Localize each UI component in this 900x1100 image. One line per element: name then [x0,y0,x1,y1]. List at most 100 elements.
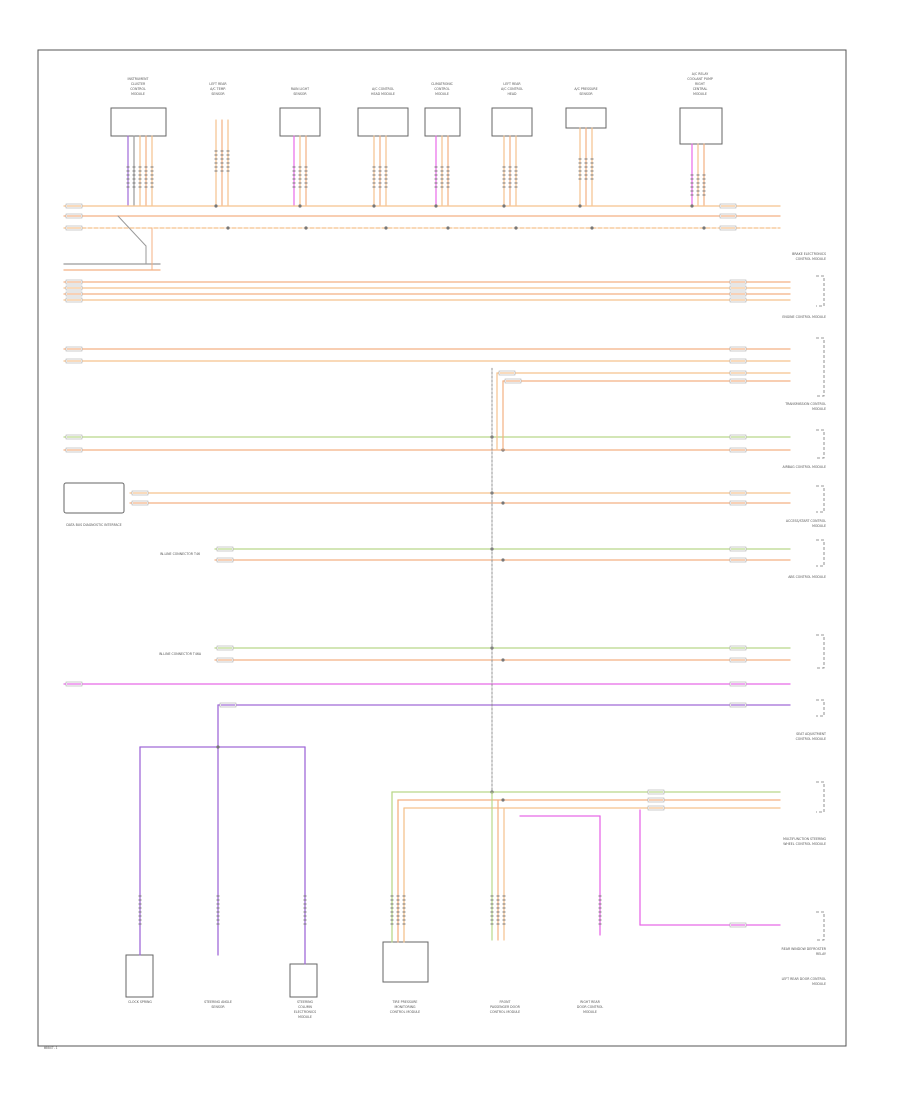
right-label-line: REAR WINDOW DEFROSTER [782,947,827,951]
pin-mark [490,907,494,909]
pin-mark [396,903,400,905]
splice-dot [214,204,218,208]
pin-mark [126,174,130,176]
bottom-wires [138,704,781,965]
pin-mark [220,154,224,156]
right-component-brackets [816,275,825,941]
wire-tag-color [721,205,735,207]
bottom-label-line: ELECTRONICS [294,1010,316,1014]
pin-mark [502,923,506,925]
pin-mark [138,907,142,909]
pin-mark [378,166,382,168]
ac-pressure-sensor-box [565,107,607,129]
pin-mark [434,174,438,176]
pin-mark [508,170,512,172]
wire-tag-color [649,799,663,801]
pin-mark [303,899,307,901]
wire-tag-color [67,299,81,301]
right-label-line: ENGINE CONTROL MODULE [782,315,826,319]
top-label-line: A/C PRESSURE [574,87,597,91]
pin-mark [502,903,506,905]
right-label-line: MODULE [812,524,826,528]
pin-mark [508,178,512,180]
pin-mark [303,907,307,909]
left-label-inline: IN-LINE CONNECTOR T46A [159,652,202,656]
pin-mark [578,170,582,172]
wire-tag-color [721,227,735,229]
splice-dot [501,798,505,802]
pin-mark [132,174,136,176]
pin-mark [490,915,494,917]
right-bracket [816,781,825,813]
wire-tag-color [67,205,81,207]
top-label-line: SENSOR [293,92,307,96]
pin-mark [384,182,388,184]
pin-mark [514,166,518,168]
pin-mark [126,166,130,168]
pin-mark [578,174,582,176]
pin-mark [402,923,406,925]
top-label-line: MODULE [131,92,145,96]
top-label-line: SENSOR [211,92,225,96]
wire-tag-color [218,548,232,550]
bottom-label-line: CONTROL MODULE [390,1010,420,1014]
wire-tag-color [67,449,81,451]
pin-mark [132,166,136,168]
pin-mark [144,174,148,176]
splice-dot [578,204,582,208]
pin-mark [590,170,594,172]
wire-tag-color [731,704,745,706]
pin-mark [303,919,307,921]
pin-mark [372,182,376,184]
pin-mark [402,899,406,901]
pin-mark [226,154,230,156]
right-label-line: MODULE [812,407,826,411]
pin-mark [690,182,694,184]
pin-mark [590,178,594,180]
top-label-line: MODULE [693,92,707,96]
pin-mark [126,182,130,184]
pin-mark [434,178,438,180]
wire-tag-color [649,791,663,793]
clock-spring-box [125,954,154,998]
pin-mark [598,907,602,909]
rain-light-sensor-box [279,107,321,137]
pin-mark [578,178,582,180]
splice-dot [216,745,220,749]
pin-mark [490,911,494,913]
right-label-line: ACCESS/START CONTROL [786,519,826,523]
pin-mark [138,174,142,176]
pin-mark [214,166,218,168]
pin-mark [372,170,376,172]
pin-mark [584,162,588,164]
pin-mark [578,162,582,164]
pin-mark [396,919,400,921]
pin-mark [490,899,494,901]
pin-mark [502,899,506,901]
page-id: W0047-1 [44,1046,58,1050]
pin-mark [378,178,382,180]
top-label-line: A/C CONTROL [372,87,394,91]
bottom-label-line: MONITORING [394,1005,416,1009]
bottom-label-line: COLUMN [298,1005,312,1009]
wire-tag-color [67,360,81,362]
pin-mark [220,150,224,152]
top-label-line: CLIMATRONIC [431,82,454,86]
top-label-line: HEAD [507,92,517,96]
wire-tag-color [67,215,81,217]
right-bracket [816,539,825,567]
pin-mark [402,915,406,917]
pin-mark [303,923,307,925]
pin-mark [216,923,220,925]
pin-mark [226,162,230,164]
pin-mark [138,911,142,913]
splice-dot [446,226,450,230]
pin-mark [150,186,154,188]
pin-mark [384,186,388,188]
pin-mark [598,903,602,905]
pin-mark [304,174,308,176]
pin-mark [490,919,494,921]
pin-mark [390,923,394,925]
